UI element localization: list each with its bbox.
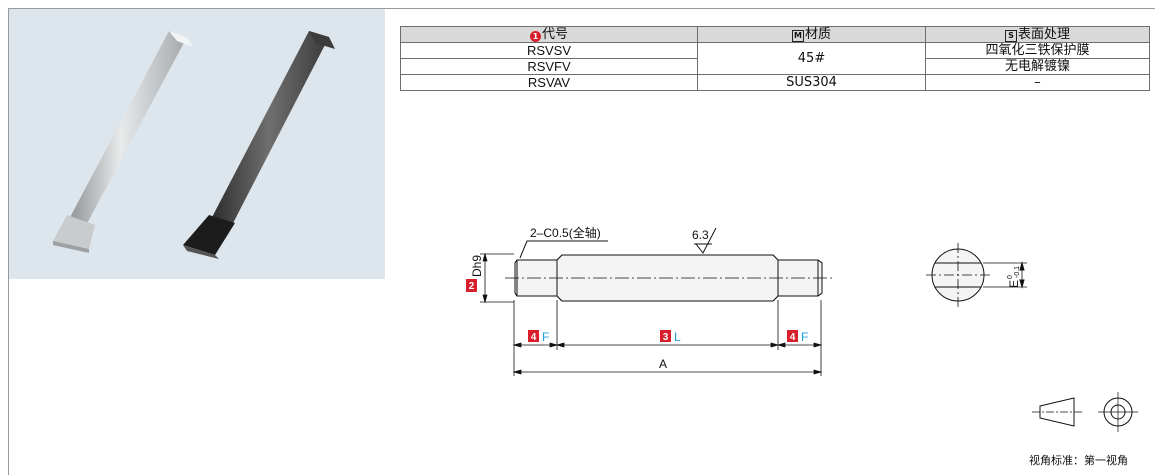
flat-tol-upper: 0 bbox=[1007, 275, 1014, 279]
f-badge-left-box bbox=[528, 330, 539, 342]
a-label: A bbox=[659, 357, 667, 371]
product-photo bbox=[9, 9, 385, 279]
header-surface-label: 表面处理 bbox=[1017, 27, 1070, 42]
row-material: SUS304 bbox=[697, 74, 926, 91]
frame-top-line bbox=[8, 8, 1155, 9]
header-code-label: 代号 bbox=[541, 27, 568, 42]
black-pin-image bbox=[183, 31, 335, 259]
chamfer-note: 2–C0.5(全轴) bbox=[530, 225, 601, 240]
projection-note: 视角标准：第一视角 bbox=[1029, 454, 1128, 467]
dia-badge: 2 bbox=[469, 281, 475, 292]
f-badge-left: 4 bbox=[531, 332, 537, 343]
projection-symbol-icon bbox=[1032, 392, 1138, 432]
dia-badge-box bbox=[466, 279, 477, 292]
surface-badge: S bbox=[1004, 30, 1017, 42]
end-view bbox=[926, 243, 1027, 307]
row-surface: – bbox=[925, 74, 1150, 91]
material-badge: M bbox=[791, 30, 804, 42]
roughness-value: 6.3 bbox=[692, 228, 709, 242]
silver-pin-image bbox=[53, 31, 193, 253]
flat-label: E bbox=[1007, 280, 1021, 288]
f-label-right: F bbox=[801, 330, 808, 344]
f-label-left: F bbox=[542, 330, 549, 344]
product-photo-drawing bbox=[53, 31, 335, 259]
code-badge: 1 bbox=[529, 31, 541, 42]
diameter-dimension bbox=[480, 252, 514, 304]
f-badge-right-box bbox=[787, 330, 798, 342]
flat-tol-lower: -0.1 bbox=[1014, 266, 1021, 278]
f-badge-right: 4 bbox=[790, 332, 796, 343]
l-badge: 3 bbox=[663, 332, 669, 343]
chamfer-leader bbox=[519, 240, 608, 259]
header-material-label: 材质 bbox=[804, 27, 831, 42]
table-row: RSVAV SUS304 – bbox=[400, 74, 1150, 91]
frame-left-line bbox=[8, 8, 9, 475]
roughness-symbol bbox=[694, 227, 717, 254]
row-code: RSVAV bbox=[400, 74, 698, 91]
dia-label: Dh9 bbox=[470, 255, 484, 277]
l-label: L bbox=[674, 330, 681, 344]
row-code: RSVSV bbox=[400, 42, 698, 59]
l-badge-box bbox=[660, 330, 671, 342]
length-dimensions bbox=[512, 300, 823, 376]
